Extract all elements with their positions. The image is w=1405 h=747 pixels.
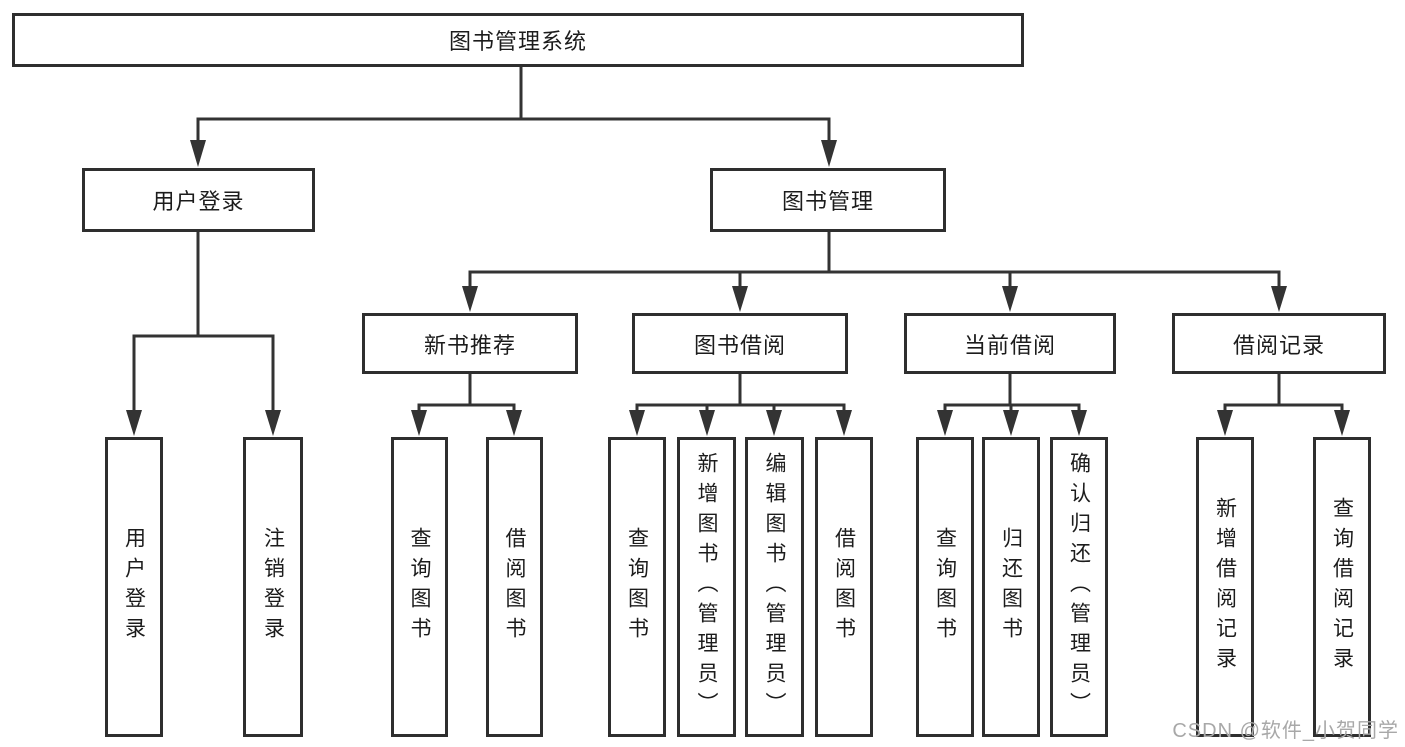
leaf-add-borrow-record: 新增借阅记录 (1196, 437, 1254, 737)
node-book-borrow: 图书借阅 (632, 313, 848, 374)
leaf-borrow-books-label: 借阅图书 (832, 527, 856, 647)
leaf-add-books-admin-label: 新增图书（管理员） (695, 452, 718, 722)
leaf-edit-books-admin: 编辑图书（管理员） (745, 437, 804, 737)
leaf-confirm-return-admin-label: 确认归还（管理员） (1067, 452, 1091, 722)
leaf-current-query-books: 查询图书 (916, 437, 974, 737)
node-borrow-records: 借阅记录 (1172, 313, 1386, 374)
leaf-recommend-query-books: 查询图书 (391, 437, 448, 737)
leaf-recommend-borrow-books: 借阅图书 (486, 437, 543, 737)
leaf-edit-books-admin-label: 编辑图书（管理员） (763, 452, 786, 722)
node-borrow-records-label: 借阅记录 (1232, 332, 1325, 358)
leaf-return-books: 归还图书 (982, 437, 1040, 737)
node-root-label: 图书管理系统 (448, 29, 587, 54)
node-new-book-recommend-label: 新书推荐 (423, 332, 516, 358)
leaf-borrow-query-books: 查询图书 (608, 437, 666, 737)
leaf-user-login-label: 用户登录 (122, 527, 146, 647)
node-book-borrow-label: 图书借阅 (693, 332, 786, 358)
leaf-recommend-query-books-label: 查询图书 (408, 527, 431, 647)
leaf-current-query-books-label: 查询图书 (933, 527, 957, 647)
node-book-management-label: 图书管理 (781, 189, 874, 214)
node-current-borrow: 当前借阅 (904, 313, 1116, 374)
node-book-management: 图书管理 (710, 168, 946, 232)
leaf-logout-label: 注销登录 (261, 527, 285, 647)
node-root-library-system: 图书管理系统 (12, 13, 1024, 67)
leaf-user-login: 用户登录 (105, 437, 163, 737)
node-user-login-label: 用户登录 (152, 189, 245, 214)
leaf-return-books-label: 归还图书 (999, 527, 1023, 647)
leaf-query-borrow-record-label: 查询借阅记录 (1330, 497, 1354, 677)
leaf-logout: 注销登录 (243, 437, 303, 737)
leaf-add-books-admin: 新增图书（管理员） (677, 437, 736, 737)
leaf-confirm-return-admin: 确认归还（管理员） (1050, 437, 1108, 737)
leaf-recommend-borrow-books-label: 借阅图书 (503, 527, 526, 647)
node-user-login: 用户登录 (82, 168, 315, 232)
node-current-borrow-label: 当前借阅 (963, 332, 1056, 358)
leaf-query-borrow-record: 查询借阅记录 (1313, 437, 1371, 737)
leaf-borrow-books: 借阅图书 (815, 437, 873, 737)
leaf-borrow-query-books-label: 查询图书 (625, 527, 649, 647)
node-new-book-recommend: 新书推荐 (362, 313, 578, 374)
leaf-add-borrow-record-label: 新增借阅记录 (1213, 497, 1237, 677)
